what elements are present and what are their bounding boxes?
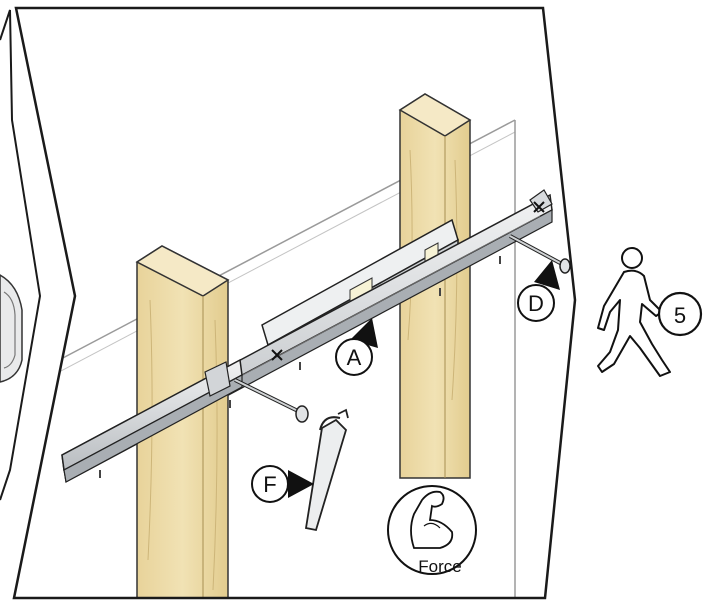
callout-d: D [517, 260, 560, 322]
callout-d-label: D [528, 291, 544, 316]
callout-a: A [335, 318, 378, 376]
allen-key-icon [304, 408, 349, 532]
step-number: 5 [674, 303, 686, 328]
flexed-arm-icon [410, 490, 454, 549]
previous-step-fragment [0, 9, 42, 501]
mounting-rail-front [61, 358, 243, 483]
callout-f-label: F [263, 472, 276, 497]
force-label: Force [418, 557, 461, 576]
callout-f: F [251, 465, 314, 503]
screw-right [509, 189, 571, 274]
wooden-post-front [135, 245, 230, 598]
force-badge: Force [387, 485, 477, 576]
screw-left [234, 378, 309, 423]
next-step-indicator: 5 [597, 247, 703, 377]
wooden-post-back [398, 93, 472, 479]
walking-person-icon [597, 247, 671, 377]
panel-border [12, 6, 577, 600]
step-panel [12, 6, 577, 600]
mark-x-left [271, 349, 283, 361]
callout-a-label: A [347, 345, 362, 370]
mark-x-right [533, 201, 545, 213]
